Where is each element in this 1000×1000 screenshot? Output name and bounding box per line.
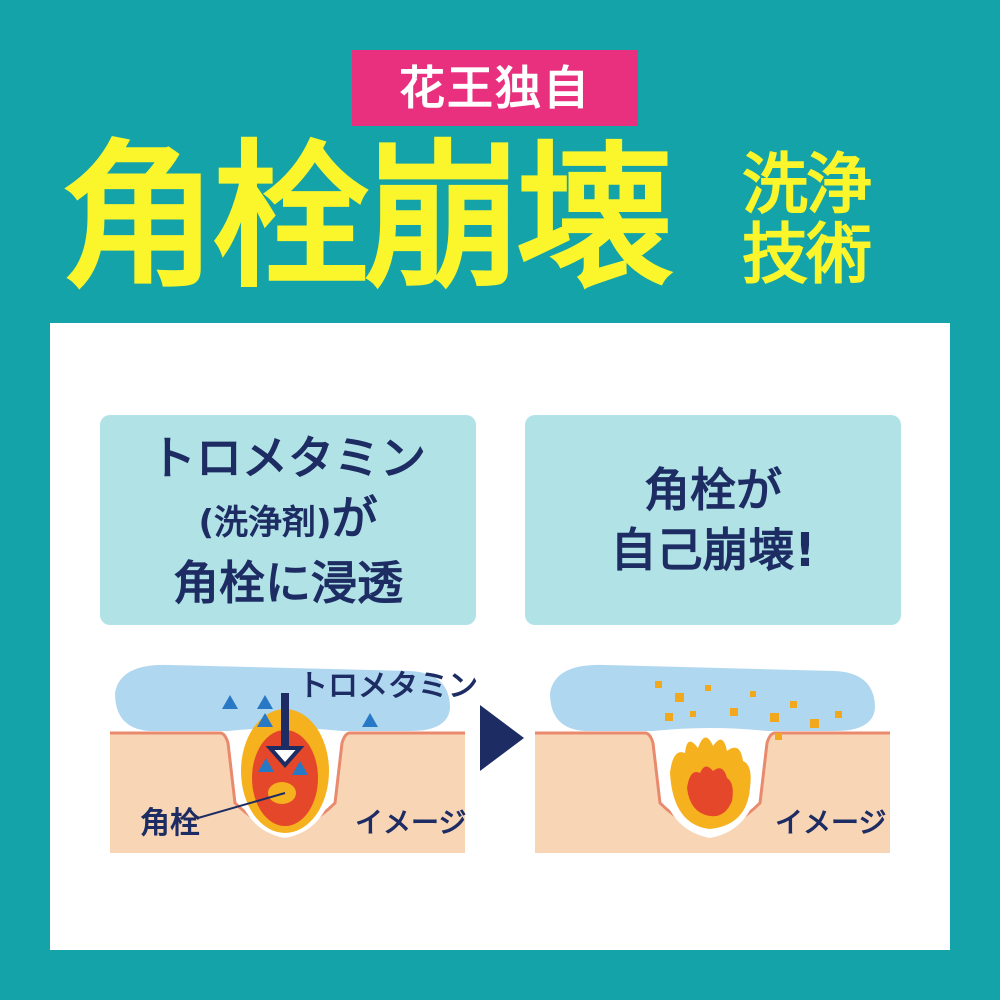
step1-caption-box: トロメタミン (洗浄剤)が 角栓に浸透 <box>100 415 476 625</box>
step2-caption-box: 角栓が 自己崩壊! <box>525 415 901 625</box>
step1-illustration: トロメタミン 角栓 イメージ <box>110 653 478 857</box>
step2-pore-diagram <box>535 664 890 853</box>
step1-image-label: イメージ <box>355 806 467 839</box>
step1-line-1: トロメタミン <box>150 430 426 485</box>
subtitle-line-2: 技術 <box>742 216 872 293</box>
agent-label: トロメタミン <box>298 669 478 704</box>
step1-line-3: 角栓に浸透 <box>173 555 403 610</box>
subtitle-line-1: 洗浄 <box>742 146 872 223</box>
pore-plug-core <box>252 730 318 826</box>
burst-plug-core <box>687 766 733 817</box>
step1-paren-text: (洗浄剤) <box>198 502 332 543</box>
plug-label: 角栓 <box>140 806 200 841</box>
content-panel: トロメタミン (洗浄剤)が 角栓に浸透 角栓が 自己崩壊! <box>50 323 950 950</box>
step1-pore-diagram <box>110 664 465 853</box>
headline-subtitle: 洗浄 技術 <box>742 150 922 290</box>
step1-line-2: (洗浄剤)が <box>100 488 476 553</box>
headline-title: 角栓崩壊 <box>60 126 674 310</box>
step1-particle: が <box>331 490 378 545</box>
step2-image-label: イメージ <box>775 806 887 839</box>
step2-line-1: 角栓が <box>644 463 782 517</box>
brand-badge: 花王独自 <box>352 50 638 126</box>
next-arrow-icon <box>480 705 524 771</box>
debris-particles <box>655 681 842 740</box>
step2-illustration: イメージ <box>535 653 890 857</box>
step2-line-2: 自己崩壊! <box>610 523 816 577</box>
